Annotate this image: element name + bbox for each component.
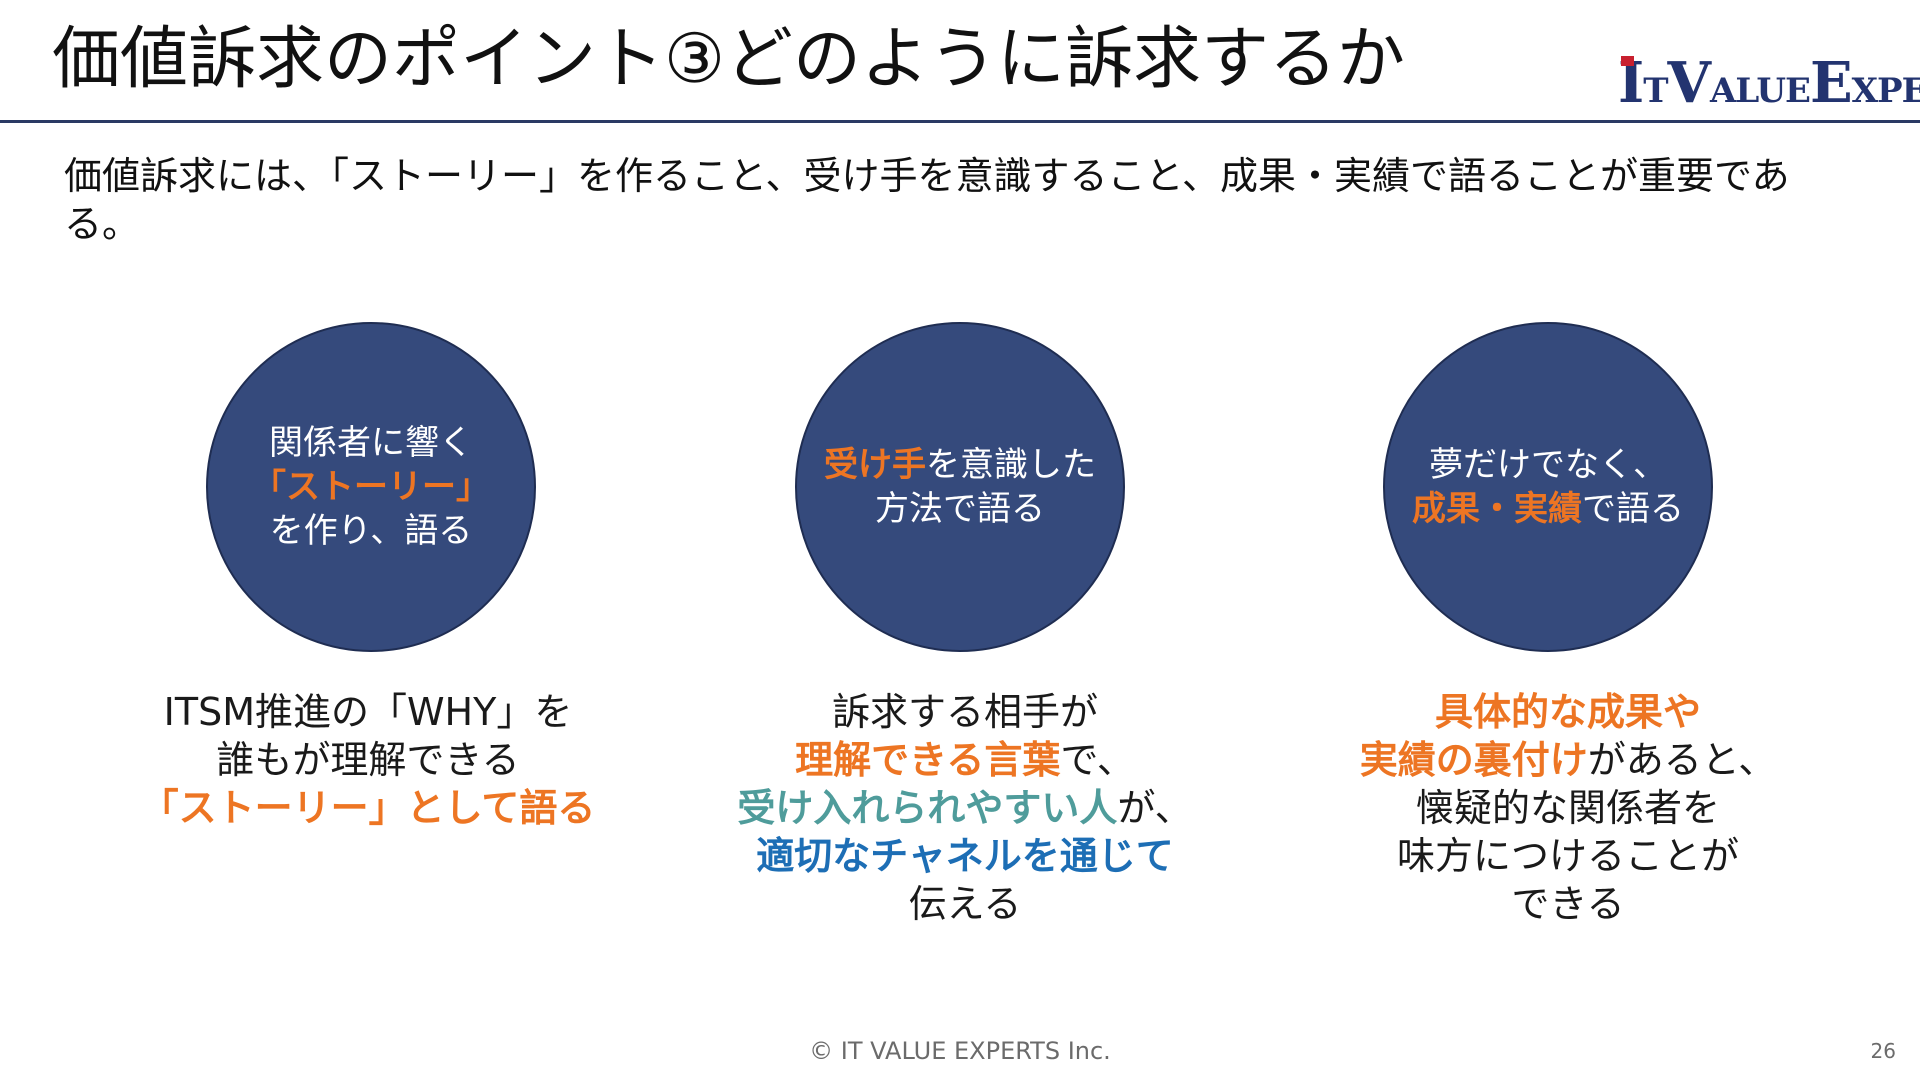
desc-line: 味方につけることが — [1396, 834, 1739, 878]
desc-line: 懐疑的な関係者を — [1415, 786, 1720, 830]
audience-circle: 受け手を意識した 方法で語る — [795, 322, 1125, 652]
circle-line: 夢だけでなく、 — [1429, 445, 1667, 485]
results-circle: 夢だけでなく、 成果・実績で語る — [1383, 322, 1713, 652]
circle-highlight: 「ストーリー」 — [252, 467, 490, 507]
circle-line: 方法で語る — [875, 489, 1045, 529]
circle-highlight: 成果・実績 — [1412, 489, 1582, 529]
story-description: ITSM推進の「WHY」を 誰もが理解できる 「ストーリー」として語る — [68, 688, 668, 832]
intro-text: 価値訴求には、「ストーリー」を作ること、受け手を意識すること、成果・実績で語るこ… — [64, 154, 1790, 246]
desc-line: 実績の裏付けがあると、 — [1359, 738, 1777, 782]
circle-highlight: 受け手 — [824, 445, 926, 485]
desc-line: 伝える — [908, 882, 1022, 926]
desc-line: できる — [1511, 882, 1625, 926]
page-number: 26 — [1870, 1039, 1896, 1063]
results-description: 具体的な成果や 実績の裏付けがあると、 懐疑的な関係者を 味方につけることが で… — [1268, 688, 1868, 928]
audience-description: 訴求する相手が 理解できる言葉で、 受け入れられやすい人が、 適切なチャネルを通… — [665, 688, 1265, 928]
circle-line: 関係者に響く — [269, 423, 473, 463]
slide-title: 価値訴求のポイント③どのように訴求するか — [52, 20, 1405, 99]
story-circle: 関係者に響く 「ストーリー」 を作り、語る — [206, 322, 536, 652]
desc-highlight: 「ストーリー」として語る — [140, 786, 596, 830]
desc-line: 誰もが理解できる — [216, 738, 520, 782]
circle-line: を作り、語る — [269, 511, 473, 551]
company-logo: ITVALUEEXPERTs — [1618, 50, 1920, 116]
copyright-footer: © IT VALUE EXPERTS Inc. — [809, 1037, 1111, 1065]
desc-highlight: 理解できる言葉 — [795, 738, 1061, 782]
title-divider — [0, 120, 1920, 123]
circle-line: 成果・実績で語る — [1412, 489, 1684, 529]
desc-highlight: 具体的な成果や — [1434, 690, 1701, 734]
desc-highlight: 実績の裏付け — [1359, 738, 1588, 782]
desc-line: 理解できる言葉で、 — [795, 738, 1135, 782]
desc-line: ITSM推進の「WHY」を — [163, 690, 573, 734]
desc-highlight: 受け入れられやすい人 — [737, 786, 1118, 830]
circle-line: 受け手を意識した — [824, 445, 1096, 485]
desc-line: 訴求する相手が — [831, 690, 1098, 734]
desc-highlight: 適切なチャネルを通じて — [756, 834, 1174, 878]
desc-line: 受け入れられやすい人が、 — [737, 786, 1193, 830]
